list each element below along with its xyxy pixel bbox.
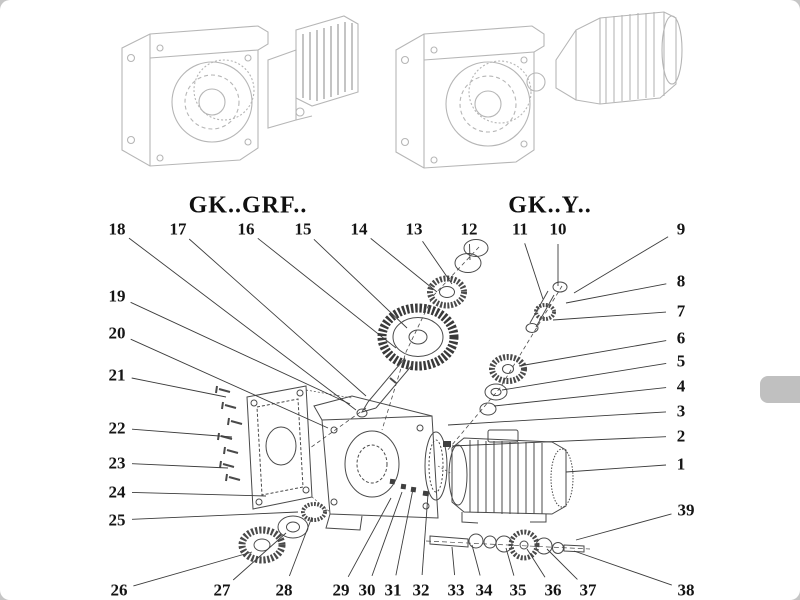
callout-13: 13 bbox=[405, 219, 423, 239]
callout-14: 14 bbox=[350, 219, 368, 239]
callout-4: 4 bbox=[676, 376, 686, 396]
variant-label-gky: GK..Y.. bbox=[508, 192, 592, 219]
callout-26: 26 bbox=[110, 580, 128, 600]
callout-23: 23 bbox=[108, 453, 126, 473]
callout-34: 34 bbox=[475, 580, 493, 600]
callout-29: 29 bbox=[332, 580, 350, 600]
callout-25: 25 bbox=[108, 510, 126, 530]
callout-12: 12 bbox=[460, 219, 478, 239]
gearbox-drawing-right bbox=[395, 11, 683, 169]
callout-16: 16 bbox=[237, 219, 255, 239]
callout-21: 21 bbox=[108, 365, 126, 385]
callout-5: 5 bbox=[676, 351, 686, 371]
gearbox-drawing-left bbox=[121, 15, 359, 167]
callout-33: 33 bbox=[447, 580, 465, 600]
callout-28: 28 bbox=[275, 580, 293, 600]
callout-20: 20 bbox=[108, 323, 126, 343]
callout-27: 27 bbox=[213, 580, 231, 600]
callout-30: 30 bbox=[358, 580, 376, 600]
callout-24: 24 bbox=[108, 482, 126, 502]
callout-18: 18 bbox=[108, 219, 126, 239]
callout-2: 2 bbox=[676, 426, 686, 446]
callout-11: 11 bbox=[511, 219, 529, 239]
callout-19: 19 bbox=[108, 286, 126, 306]
callout-9: 9 bbox=[676, 219, 686, 239]
callout-32: 32 bbox=[412, 580, 430, 600]
callout-37: 37 bbox=[579, 580, 597, 600]
callout-7: 7 bbox=[676, 301, 686, 321]
callout-10: 10 bbox=[549, 219, 567, 239]
callout-38: 38 bbox=[677, 580, 695, 600]
callout-22: 22 bbox=[108, 418, 126, 438]
callout-6: 6 bbox=[676, 328, 686, 348]
callout-36: 36 bbox=[544, 580, 562, 600]
callout-3: 3 bbox=[676, 401, 686, 421]
callout-1: 1 bbox=[676, 454, 686, 474]
callout-17: 17 bbox=[169, 219, 187, 239]
callout-8: 8 bbox=[676, 271, 686, 291]
callout-15: 15 bbox=[294, 219, 312, 239]
callout-39: 39 bbox=[677, 500, 695, 520]
callout-35: 35 bbox=[509, 580, 527, 600]
exploded-assembly-drawing bbox=[215, 239, 591, 564]
edge-artifact bbox=[760, 376, 800, 403]
variant-label-gkgrf: GK..GRF.. bbox=[188, 192, 308, 219]
callout-31: 31 bbox=[384, 580, 402, 600]
leader-lines bbox=[128, 236, 672, 587]
